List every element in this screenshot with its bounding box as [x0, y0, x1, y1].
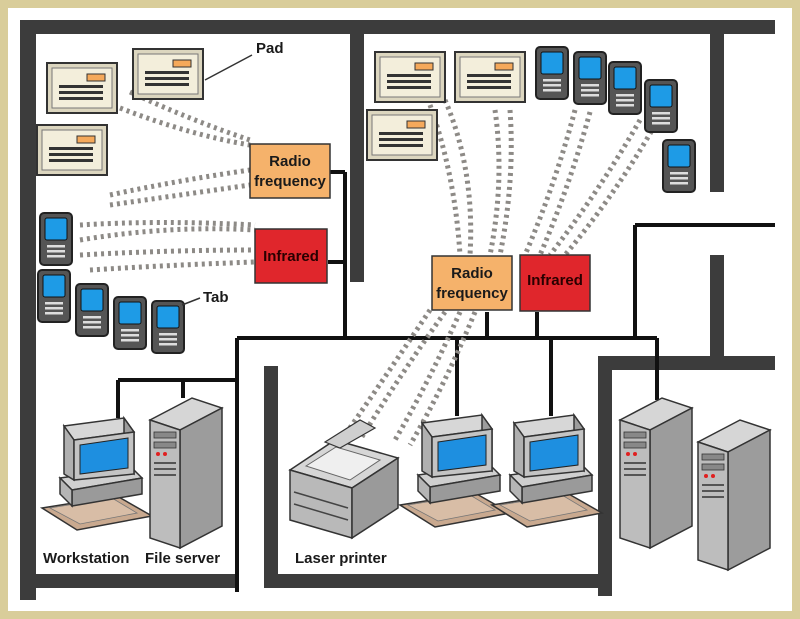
wireless-waves	[79, 89, 658, 447]
infrared-label: Infrared	[527, 272, 583, 289]
infrared-label: Infrared	[263, 248, 319, 265]
tab-label: Tab	[203, 289, 229, 306]
radio-frequency-label-line1: Radio	[269, 153, 311, 170]
pad-label: Pad	[256, 40, 284, 57]
infrared-box-left: Infrared	[254, 228, 328, 284]
tab-leader-line	[181, 297, 201, 306]
laser-printer-label: Laser printer	[295, 550, 387, 567]
workstation-label: Workstation	[43, 550, 129, 567]
radio-frequency-box-right: Radio frequency	[431, 255, 513, 311]
pad-leader-line	[204, 54, 253, 81]
infrared-box-right: Infrared	[519, 254, 591, 312]
radio-frequency-label-line2: frequency	[254, 173, 326, 190]
file-server-label: File server	[145, 550, 220, 567]
building-walls	[20, 20, 775, 600]
radio-frequency-label-line1: Radio	[451, 265, 493, 282]
radio-frequency-label-line2: frequency	[436, 285, 508, 302]
radio-frequency-box-left: Radio frequency	[249, 143, 331, 199]
laser-printer-icon	[288, 419, 400, 540]
